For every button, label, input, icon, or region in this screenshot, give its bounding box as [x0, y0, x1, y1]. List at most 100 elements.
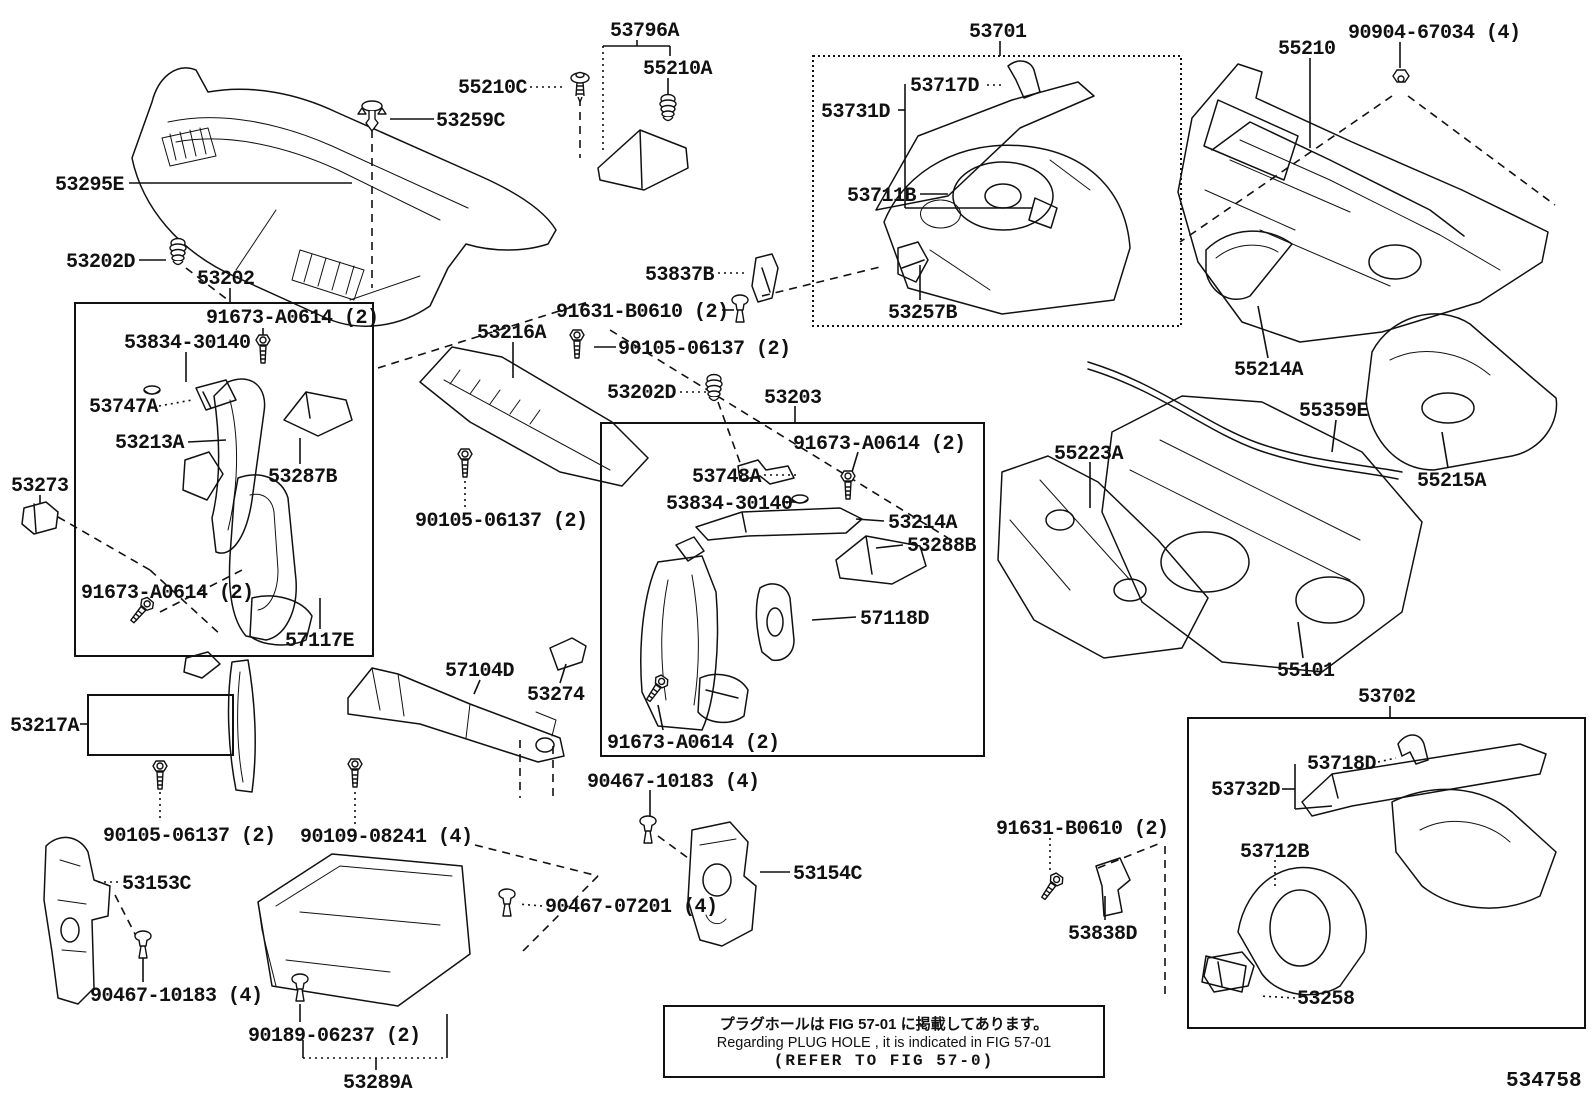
- part-label-53213A: 53213A: [115, 432, 185, 455]
- figure-number: 534758: [1506, 1070, 1582, 1093]
- pin-90189: [291, 973, 309, 1002]
- part-sketch-53273-clip: [21, 501, 59, 535]
- pin-90467-07201: [498, 888, 516, 917]
- bolt-91673-1: [255, 334, 271, 364]
- part-label-57117E: 57117E: [285, 630, 355, 653]
- projection-dashed-line: [1407, 95, 1556, 206]
- leader-lines-layer: [39, 40, 1556, 1070]
- part-label-53834-30140: 53834-30140: [124, 332, 251, 355]
- part-label-91631-B0610-2: 91631-B0610 (2): [556, 301, 729, 324]
- part-label-90109-08241-4: 90109-08241 (4): [300, 826, 473, 849]
- projection-dashed-line: [159, 567, 247, 613]
- part-label-57118D: 57118D: [860, 608, 930, 631]
- part-label-53295E: 53295E: [55, 174, 125, 197]
- part-label-53732D: 53732D: [1211, 779, 1281, 802]
- group-box-53702: [1187, 717, 1586, 1029]
- part-label-53701: 53701: [969, 21, 1027, 44]
- part-label-55210: 55210: [1278, 38, 1336, 61]
- part-label-91631-B0610-2: 91631-B0610 (2): [996, 818, 1169, 841]
- projection-dashed-line: [149, 569, 223, 637]
- part-sketch-53295E-cowl-louver: [131, 67, 557, 327]
- part-sketch-53202-box-brackets: [182, 378, 353, 646]
- part-label-53748A: 53748A: [692, 466, 762, 489]
- part-label-53217A: 53217A: [10, 715, 80, 738]
- part-label-90467-07201-4: 90467-07201 (4): [545, 896, 718, 919]
- part-label-57104D: 57104D: [445, 660, 515, 683]
- grommet-55210A: [659, 93, 677, 122]
- part-label-53834-30140: 53834-30140: [666, 493, 793, 516]
- part-label-90467-10183-4: 90467-10183 (4): [90, 985, 263, 1008]
- part-sketch-53274-stay: [549, 637, 587, 671]
- group-box-53701: [812, 55, 1182, 327]
- part-sketch-57104D-support: [347, 667, 565, 763]
- part-label-90105-06137-2: 90105-06137 (2): [618, 338, 791, 361]
- part-sketch-53837B-bracket: [751, 253, 779, 303]
- part-label-53257B: 53257B: [888, 302, 958, 325]
- leader-line: [559, 663, 567, 684]
- leader-line: [1297, 621, 1304, 659]
- leader-line: [875, 544, 904, 549]
- projection-dashed-line: [609, 329, 949, 539]
- part-label-90105-06137-2: 90105-06137 (2): [103, 825, 276, 848]
- part-label-90189-06237-2: 90189-06237 (2): [248, 1025, 421, 1048]
- part-sketch-55214A-insulator: [1205, 230, 1293, 301]
- bracket-box-53217A: [87, 694, 234, 756]
- part-label-53259C: 53259C: [436, 110, 506, 133]
- projection-dashed-line: [521, 875, 599, 953]
- projection-dashed-line: [1179, 95, 1393, 243]
- pin-91631-1: [731, 294, 749, 323]
- screw-55210C: [570, 71, 590, 103]
- part-sketch-55210-dash-panel-upper: [1177, 63, 1549, 343]
- bolt-90105-3: [152, 760, 168, 790]
- leader-line: [158, 399, 193, 407]
- projection-dashed-line: [114, 894, 137, 937]
- part-sketch-55359E-rod: [1087, 361, 1403, 480]
- clip-53834-30140-2: [791, 494, 809, 504]
- pin-90467-10183-1: [639, 815, 657, 844]
- part-label-53153C: 53153C: [122, 873, 192, 896]
- part-label-53747A: 53747A: [89, 396, 159, 419]
- part-label-55210C: 55210C: [458, 77, 528, 100]
- part-sketch-53216A-cowl-top-inner: [419, 346, 649, 487]
- part-label-53202D: 53202D: [66, 251, 136, 274]
- leader-line: [187, 439, 227, 443]
- leader-line: [855, 518, 885, 522]
- projection-dashed-line: [761, 265, 885, 297]
- part-label-53202: 53202: [197, 268, 255, 291]
- part-label-90105-06137-2: 90105-06137 (2): [415, 510, 588, 533]
- pin-90467-10183-2: [134, 930, 152, 959]
- leader-line: [1259, 995, 1296, 999]
- group-box-53203: [600, 422, 985, 757]
- projection-dashed-line: [657, 835, 689, 859]
- part-label-55359E: 55359E: [1299, 400, 1369, 423]
- part-label-53202D: 53202D: [607, 382, 677, 405]
- part-sketch-53838D-bracket: [1095, 857, 1131, 917]
- bolt-91673-3: [840, 470, 856, 500]
- part-label-53702: 53702: [1358, 686, 1416, 709]
- group-boxes-layer: [74, 55, 1586, 1029]
- part-label-91673-A0614-2: 91673-A0614 (2): [206, 307, 379, 330]
- plug-hole-note-box: プラグホールは FIG 57-01 に掲載してあります。 Regarding P…: [663, 1005, 1105, 1078]
- part-label-53796A: 53796A: [610, 20, 680, 43]
- part-label-90467-10183-4: 90467-10183 (4): [587, 771, 760, 794]
- part-label-53837B: 53837B: [645, 264, 715, 287]
- part-sketch-53702-apron-rear-group: [1201, 734, 1557, 996]
- part-label-53731D: 53731D: [821, 101, 891, 124]
- clip-53834-30140-1: [143, 385, 161, 395]
- part-sketch-55215A-insulator: [1365, 313, 1558, 471]
- bolt-90105-1: [569, 329, 585, 359]
- part-sketch-53217A-seal: [183, 651, 256, 793]
- part-sketch-53153C-bracket: [43, 836, 111, 1005]
- leader-line: [1377, 757, 1397, 763]
- part-label-53154C: 53154C: [793, 863, 863, 886]
- part-label-55215A: 55215A: [1417, 470, 1487, 493]
- part-sketch-53154C-bracket: [687, 821, 757, 947]
- part-label-53288B: 53288B: [907, 535, 977, 558]
- part-label-53712B: 53712B: [1240, 841, 1310, 864]
- part-label-53214A: 53214A: [888, 512, 958, 535]
- part-label-53216A: 53216A: [477, 322, 547, 345]
- leader-line: [1257, 305, 1269, 359]
- projection-dashed-line: [474, 844, 599, 877]
- part-label-55223A: 55223A: [1054, 443, 1124, 466]
